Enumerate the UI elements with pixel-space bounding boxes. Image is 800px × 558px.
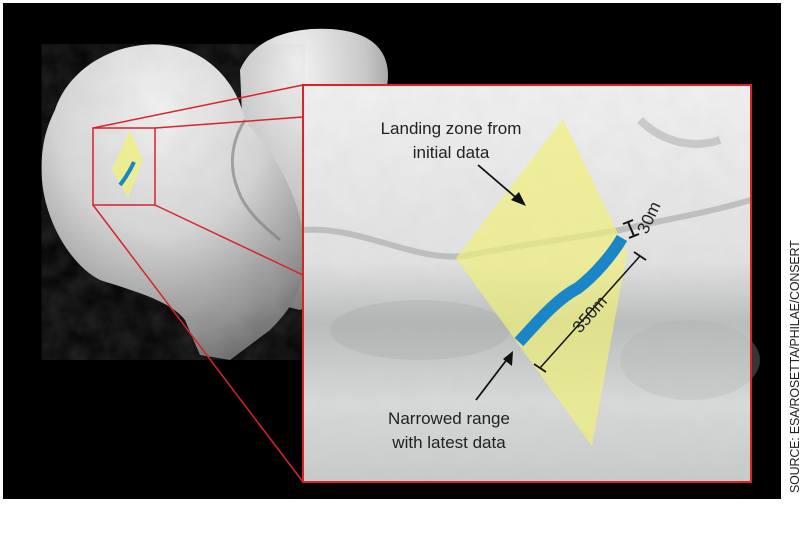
arrow-icon: [477, 164, 526, 206]
selection-box: [92, 127, 156, 206]
landing-zone-label-line2: initial data: [413, 143, 490, 162]
narrowed-range-label-line2: with latest data: [391, 433, 506, 452]
dimension-line-icon: [533, 251, 647, 373]
landing-zone-label-line1: Landing zone from: [381, 119, 522, 138]
narrowed-range-marker: [118, 161, 136, 187]
landing-zone-area: [456, 119, 627, 446]
image-credit: SOURCE: ESA/ROSETTA/PHILAE/CONSERT: [788, 240, 800, 493]
zoom-line-right: [154, 204, 304, 276]
zoom-line-bottom: [92, 204, 304, 483]
arrow-icon: [475, 351, 513, 401]
landing-zone-marker: [112, 130, 143, 198]
narrowed-range-label-line1: Narrowed range: [388, 409, 510, 428]
dimension-bracket-icon: [622, 219, 640, 239]
zoom-line-mid: [154, 116, 304, 129]
zoom-line-top: [92, 84, 304, 129]
narrowed-range-band: [514, 234, 628, 347]
